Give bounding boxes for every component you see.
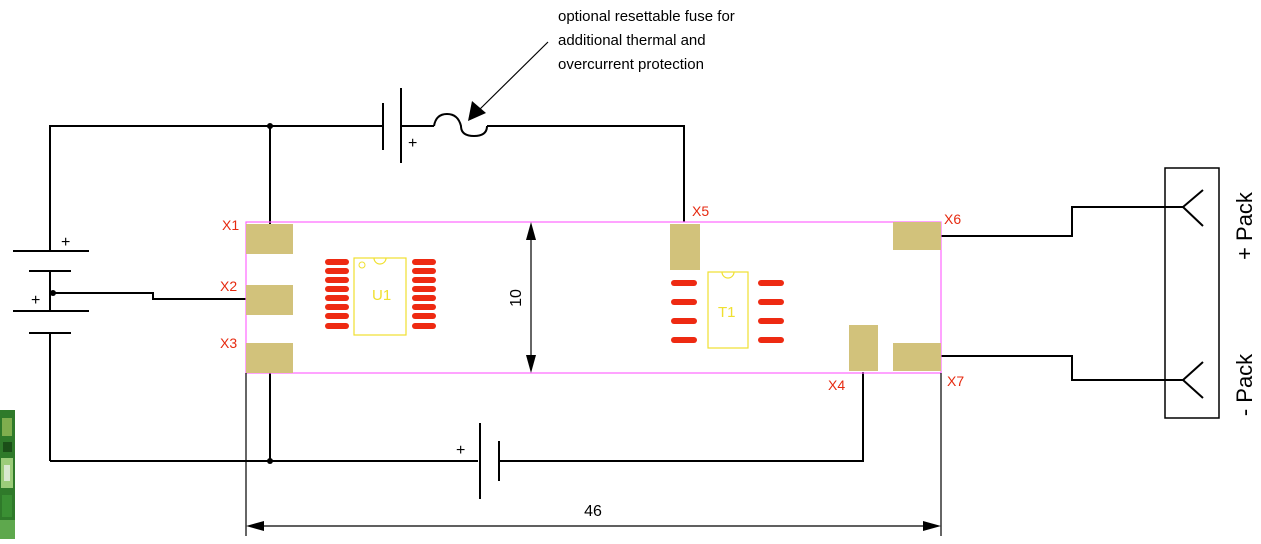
polarity-marks: + + + + [31, 135, 465, 459]
u1-body [353, 257, 407, 336]
plus-sign-left-lower: + [31, 292, 40, 309]
annotation-line-1: optional resettable fuse for [558, 8, 735, 25]
width-dimension-value: 46 [584, 503, 602, 520]
pack-plus-contact [1181, 189, 1204, 227]
pad-x1 [246, 224, 293, 254]
pad-x6 [893, 222, 941, 250]
pad-x5 [670, 224, 700, 270]
pack-plus-label: + Pack [1232, 191, 1257, 260]
pad-x4 [849, 325, 878, 371]
label-x4: X4 [828, 377, 845, 393]
fuse-annotation: optional resettable fuse for additional … [468, 8, 735, 121]
width-dimension: 46 [245, 373, 942, 536]
junction-dot-bottom [267, 458, 273, 464]
fuse-symbol [433, 112, 488, 138]
label-x2: X2 [220, 278, 237, 294]
plus-sign-top: + [408, 135, 417, 152]
label-x3: X3 [220, 335, 237, 351]
label-x6: X6 [944, 211, 961, 227]
t1-body [707, 271, 749, 349]
bottom-wiring [50, 372, 864, 499]
annotation-line-2: additional thermal and [558, 32, 706, 49]
u1-pin1-marker [358, 261, 366, 269]
annotation-arrow-head [468, 101, 486, 121]
label-x5: X5 [692, 203, 709, 219]
label-x7: X7 [947, 373, 964, 389]
plus-sign-left-upper: + [61, 234, 70, 251]
pack-connector-housing [1164, 167, 1220, 419]
pad-labels: X1 X2 X3 X5 X6 X4 X7 [220, 203, 964, 393]
junction-dot-top [267, 123, 273, 129]
annotation-arrow-shaft [477, 41, 549, 112]
pad-x7 [893, 343, 941, 371]
height-dimension: 10 [508, 222, 536, 373]
t1-pins-right [758, 280, 784, 343]
ic-u1: U1 [325, 257, 436, 336]
pad-x2 [246, 285, 293, 315]
ic-t1: T1 [671, 271, 784, 349]
t1-label: T1 [718, 304, 736, 321]
u1-pins-right [412, 259, 436, 329]
output-wiring [941, 167, 1220, 419]
left-battery-pack [13, 231, 246, 461]
pack-minus-label: - Pack [1232, 353, 1257, 416]
height-dimension-value: 10 [508, 289, 525, 307]
annotation-line-3: overcurrent protection [558, 56, 704, 73]
pad-x3 [246, 343, 293, 373]
t1-pins-left [671, 280, 697, 343]
plus-sign-bottom: + [456, 442, 465, 459]
pcb-outline [245, 221, 942, 374]
pack-minus-contact [1181, 361, 1204, 399]
label-x1: X1 [222, 217, 239, 233]
u1-label: U1 [372, 287, 391, 304]
pcb-photo-fragment [0, 410, 15, 540]
pads [246, 222, 941, 373]
top-wiring [49, 88, 685, 231]
u1-pins-left [325, 259, 349, 329]
